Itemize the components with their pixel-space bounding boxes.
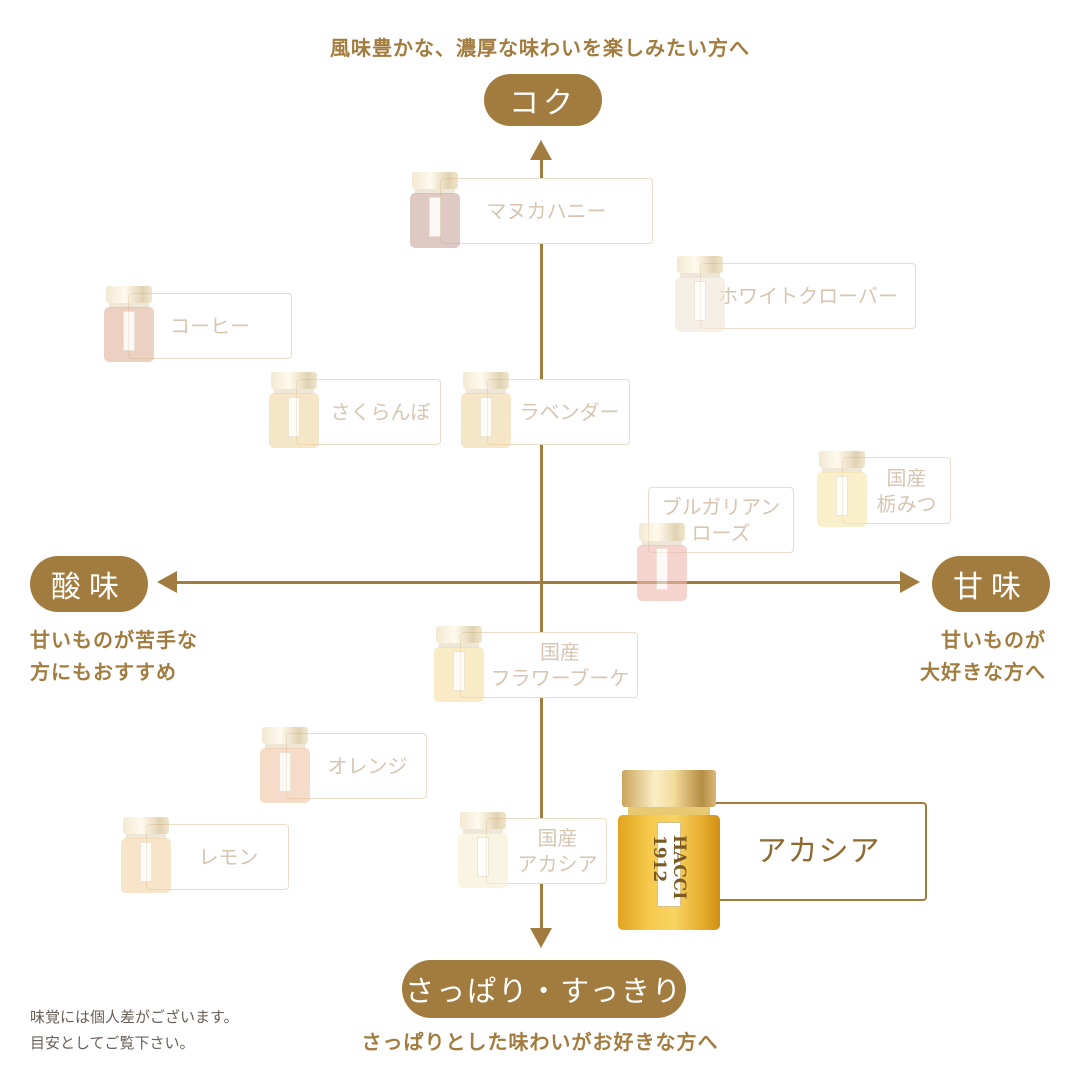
product-domestic-acacia-line-1: 国産 bbox=[537, 826, 578, 850]
jar-flower-bouquet-icon bbox=[434, 626, 484, 702]
product-bulgarian-rose[interactable]: ブルガリアン ローズ bbox=[648, 487, 794, 553]
bottom-pill-sappari: さっぱり・すっきり bbox=[402, 960, 686, 1018]
right-caption: 甘いものが 大好きな方へ bbox=[920, 624, 1046, 688]
product-manuka[interactable]: マヌカハニー bbox=[440, 178, 653, 244]
disclaimer: 味覚には個人差がございます。 目安としてご覧下さい。 bbox=[30, 1004, 239, 1056]
jar-body bbox=[410, 193, 460, 248]
jar-lavender-icon bbox=[461, 372, 511, 448]
right-caption-line-1: 甘いものが bbox=[941, 628, 1046, 652]
arrow-right-icon bbox=[900, 571, 920, 593]
jar-manuka-icon bbox=[410, 172, 460, 248]
product-tochi[interactable]: 国産 栃みつ bbox=[842, 457, 951, 524]
arrow-left-icon bbox=[157, 571, 177, 593]
jar-bulgarian-rose-icon bbox=[637, 523, 687, 601]
right-caption-line-2: 大好きな方へ bbox=[920, 660, 1046, 684]
product-sakuranbo[interactable]: さくらんぼ bbox=[296, 379, 441, 445]
product-bulgarian-rose-line-1: ブルガリアン bbox=[661, 495, 781, 519]
disclaimer-line-2: 目安としてご覧下さい。 bbox=[30, 1034, 195, 1052]
product-flower-bouquet-line-2: フラワーブーケ bbox=[490, 666, 630, 690]
bottom-caption: さっぱりとした味わいがお好きな方へ bbox=[361, 1030, 719, 1054]
left-pill-sanmi: 酸味 bbox=[30, 556, 148, 612]
product-flower-bouquet[interactable]: 国産 フラワーブーケ bbox=[460, 632, 638, 698]
top-caption: 風味豊かな、濃厚な味わいを楽しみたい方へ bbox=[330, 36, 750, 60]
product-coffee[interactable]: コーヒー bbox=[128, 293, 292, 359]
product-acacia-selected[interactable]: アカシア bbox=[700, 802, 927, 901]
jar-white-clover-icon bbox=[675, 256, 725, 332]
vertical-axis bbox=[540, 158, 543, 933]
top-pill-koku: コク bbox=[484, 74, 602, 126]
jar-domestic-acacia-icon bbox=[458, 812, 508, 888]
jar-lemon-icon bbox=[121, 817, 171, 893]
jar-sakuranbo-icon bbox=[269, 372, 319, 448]
jar-acacia-label: HACCI 1912 bbox=[648, 834, 689, 899]
arrow-up-icon bbox=[530, 140, 552, 160]
jar-tochi-icon bbox=[817, 451, 867, 527]
right-pill-amami: 甘味 bbox=[932, 556, 1050, 612]
product-flower-bouquet-line-1: 国産 bbox=[540, 640, 580, 664]
arrow-down-icon bbox=[530, 928, 552, 948]
jar-orange-icon bbox=[260, 727, 310, 803]
jar-acacia-icon: HACCI 1912 bbox=[618, 770, 720, 930]
left-caption: 甘いものが苦手な 方にもおすすめ bbox=[30, 624, 198, 688]
horizontal-axis bbox=[175, 581, 905, 584]
product-domestic-acacia-line-2: アカシア bbox=[517, 852, 598, 876]
product-tochi-line-2: 栃みつ bbox=[876, 491, 937, 516]
left-caption-line-2: 方にもおすすめ bbox=[30, 660, 177, 684]
disclaimer-line-1: 味覚には個人差がございます。 bbox=[30, 1008, 239, 1026]
left-caption-line-1: 甘いものが苦手な bbox=[30, 628, 198, 652]
product-tochi-line-1: 国産 bbox=[886, 465, 927, 490]
product-white-clover[interactable]: ホワイトクローバー bbox=[700, 263, 916, 329]
jar-coffee-icon bbox=[104, 286, 154, 362]
product-bulgarian-rose-line-2: ローズ bbox=[691, 521, 751, 545]
